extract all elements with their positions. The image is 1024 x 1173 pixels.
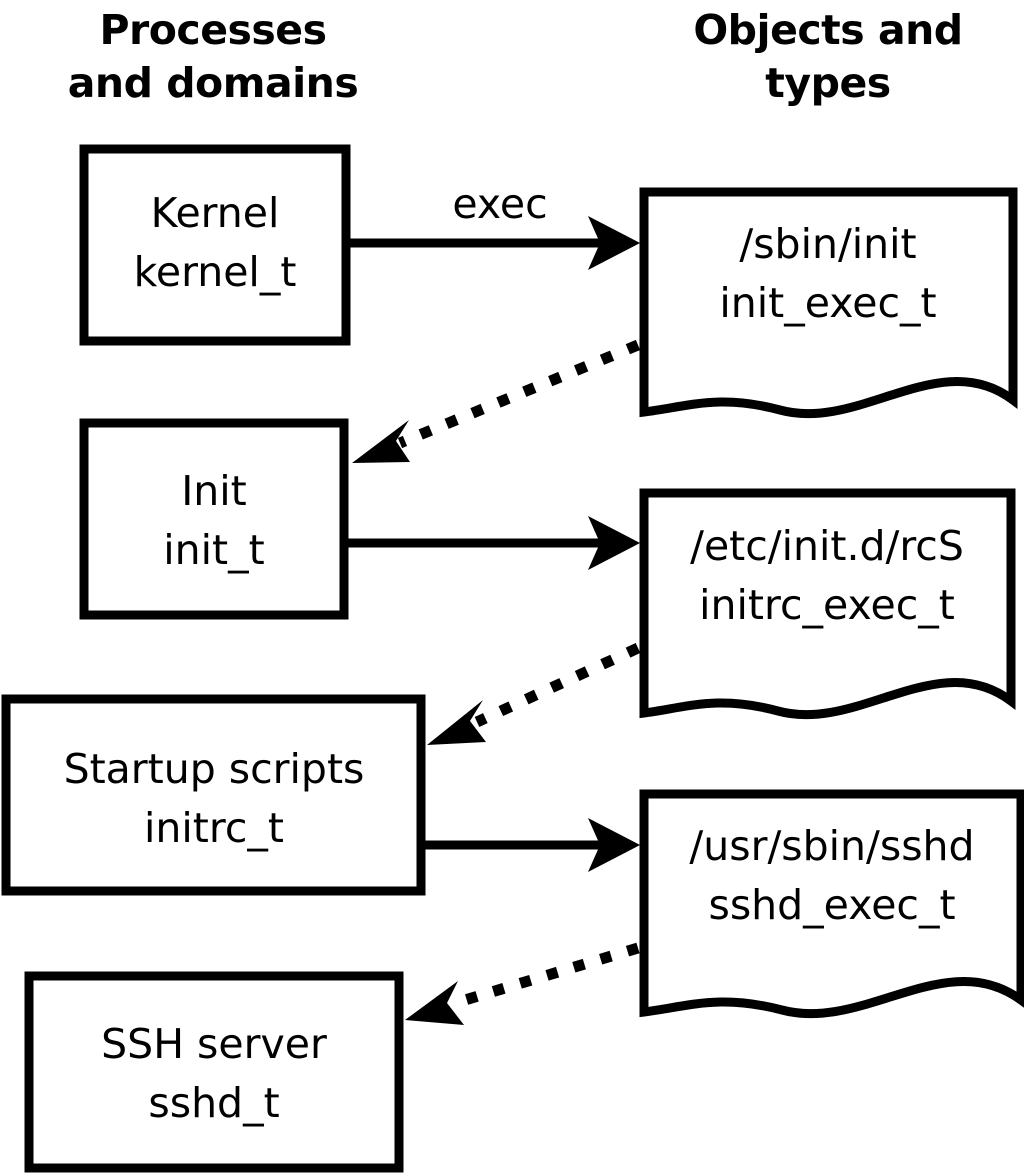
node-sbin-init[interactable]: /sbin/init init_exec_t (639, 187, 1018, 419)
edge-rcs-to-startup-line (474, 643, 641, 727)
node-sbin-init-label-line2: init_exec_t (719, 279, 936, 327)
edge-init-exec-to-init-arrowhead (352, 420, 410, 463)
node-init[interactable]: Init init_t (79, 418, 349, 620)
node-init-label-line2: init_t (163, 526, 264, 574)
node-kernel-label-line1: Kernel (151, 189, 280, 237)
node-usr-sbin-sshd-label-line2: sshd_exec_t (708, 881, 955, 929)
node-etc-init-d-rcs-label-line1: /etc/init.d/rcS (690, 522, 964, 570)
edge-kernel-to-init-exec: exec (350, 180, 640, 270)
node-init-box[interactable] (79, 418, 349, 620)
column-header-processes-line2: and domains (68, 59, 359, 107)
node-usr-sbin-sshd-label-line1: /usr/sbin/sshd (689, 822, 974, 870)
node-startup-scripts-label-line2: initrc_t (144, 804, 284, 852)
node-ssh-server[interactable]: SSH server sshd_t (24, 971, 404, 1173)
edge-startup-to-sshd-exec (425, 818, 640, 872)
node-ssh-server-label-line1: SSH server (101, 1020, 327, 1068)
node-startup-scripts-box[interactable] (1, 694, 426, 896)
column-header-processes-line1: Processes (99, 6, 326, 54)
node-etc-init-d-rcs[interactable]: /etc/init.d/rcS initrc_exec_t (639, 488, 1016, 720)
node-sbin-init-label-line1: /sbin/init (739, 220, 916, 268)
edge-init-exec-to-init-line (397, 339, 641, 449)
node-usr-sbin-sshd-document-shape[interactable] (639, 789, 1024, 1019)
edge-init-exec-to-init (352, 339, 641, 463)
edge-kernel-to-init-exec-arrowhead (588, 216, 640, 270)
edge-sshd-exec-to-sshd (405, 942, 640, 1025)
node-etc-init-d-rcs-document-shape[interactable] (639, 488, 1016, 720)
node-startup-scripts[interactable]: Startup scripts initrc_t (1, 694, 426, 896)
edge-sshd-exec-to-sshd-arrowhead (405, 981, 464, 1025)
edge-label-exec: exec (452, 180, 547, 228)
column-header-objects: Objects and types (693, 6, 963, 107)
node-kernel-box[interactable] (79, 144, 351, 346)
column-header-objects-line1: Objects and (693, 6, 962, 54)
edge-init-to-rcs (348, 516, 640, 570)
edge-rcs-to-startup (427, 643, 641, 745)
node-kernel[interactable]: Kernel kernel_t (79, 144, 351, 346)
node-startup-scripts-label-line1: Startup scripts (64, 745, 365, 793)
node-usr-sbin-sshd[interactable]: /usr/sbin/sshd sshd_exec_t (639, 789, 1024, 1019)
edge-sshd-exec-to-sshd-line (453, 942, 640, 1009)
column-header-objects-line2: types (765, 59, 890, 107)
node-ssh-server-label-line2: sshd_t (148, 1079, 279, 1127)
node-sbin-init-document-shape[interactable] (639, 187, 1018, 419)
node-init-label-line1: Init (181, 467, 247, 515)
node-kernel-label-line2: kernel_t (134, 248, 297, 296)
edge-startup-to-sshd-exec-arrowhead (588, 818, 640, 872)
edge-rcs-to-startup-arrowhead (427, 700, 486, 745)
node-ssh-server-box[interactable] (24, 971, 404, 1173)
edge-init-to-rcs-arrowhead (588, 516, 640, 570)
node-etc-init-d-rcs-label-line2: initrc_exec_t (699, 581, 955, 629)
column-header-processes: Processes and domains (68, 6, 359, 107)
